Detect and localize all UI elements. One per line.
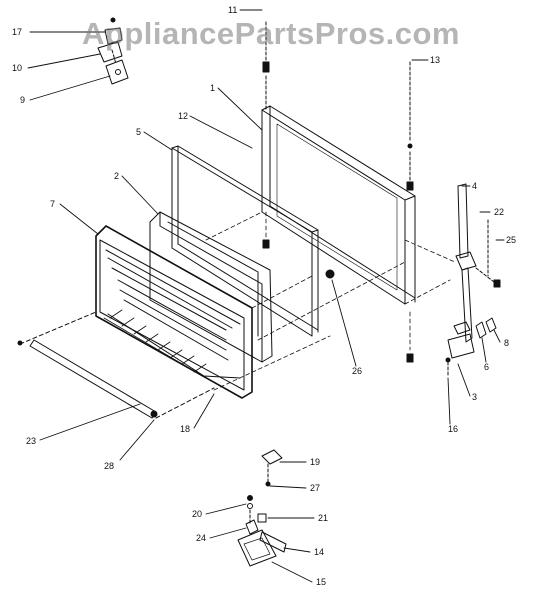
callout-25: 25 bbox=[506, 235, 516, 245]
top-hinge-assembly bbox=[97, 17, 129, 85]
screw-door bbox=[262, 239, 270, 249]
callout-17: 17 bbox=[12, 27, 22, 37]
callout-11: 11 bbox=[228, 5, 237, 15]
callout-8: 8 bbox=[504, 338, 509, 348]
callout-13: 13 bbox=[430, 55, 440, 65]
callout-10: 10 bbox=[12, 63, 22, 73]
callout-20: 20 bbox=[192, 509, 202, 519]
callout-23: 23 bbox=[26, 436, 36, 446]
callout-22: 22 bbox=[494, 207, 504, 217]
right-hinge-bracket bbox=[445, 183, 477, 377]
callout-12: 12 bbox=[178, 111, 188, 121]
screw-lower bbox=[406, 353, 414, 363]
callout-16: 16 bbox=[448, 424, 458, 434]
callout-7: 7 bbox=[50, 199, 55, 209]
callout-6: 6 bbox=[484, 362, 489, 372]
callout-27: 27 bbox=[310, 483, 320, 493]
callout-labels: 17 10 9 11 13 1 12 5 2 7 4 22 25 8 6 3 1… bbox=[12, 5, 516, 587]
watermark-text: AppliancePartsPros.com bbox=[82, 16, 460, 51]
small-hardware-right bbox=[475, 219, 501, 339]
door-outer-panel bbox=[261, 105, 416, 305]
callout-15: 15 bbox=[316, 577, 326, 587]
callout-2: 2 bbox=[114, 171, 119, 181]
door-liner bbox=[149, 211, 273, 363]
assembly-guide-lines bbox=[205, 211, 456, 391]
callout-4: 4 bbox=[472, 181, 477, 191]
screw-11 bbox=[262, 21, 270, 111]
bottom-hinge-assembly bbox=[237, 449, 287, 567]
callout-leader-lines bbox=[27, 9, 505, 583]
callout-21: 21 bbox=[318, 513, 328, 523]
door-gasket-frame bbox=[171, 145, 319, 337]
callout-5: 5 bbox=[136, 127, 141, 137]
callout-1: 1 bbox=[210, 83, 215, 93]
callout-26: 26 bbox=[352, 366, 362, 376]
screw-13 bbox=[406, 61, 414, 191]
callout-3: 3 bbox=[472, 392, 477, 402]
freezer-drawer bbox=[95, 225, 253, 399]
handle-bar bbox=[17, 311, 215, 419]
callout-24: 24 bbox=[196, 533, 206, 543]
callout-28: 28 bbox=[104, 461, 114, 471]
callout-14: 14 bbox=[314, 547, 324, 557]
callout-18: 18 bbox=[180, 424, 190, 434]
callout-19: 19 bbox=[310, 457, 320, 467]
plug-26 bbox=[325, 269, 335, 279]
callout-9: 9 bbox=[20, 95, 25, 105]
